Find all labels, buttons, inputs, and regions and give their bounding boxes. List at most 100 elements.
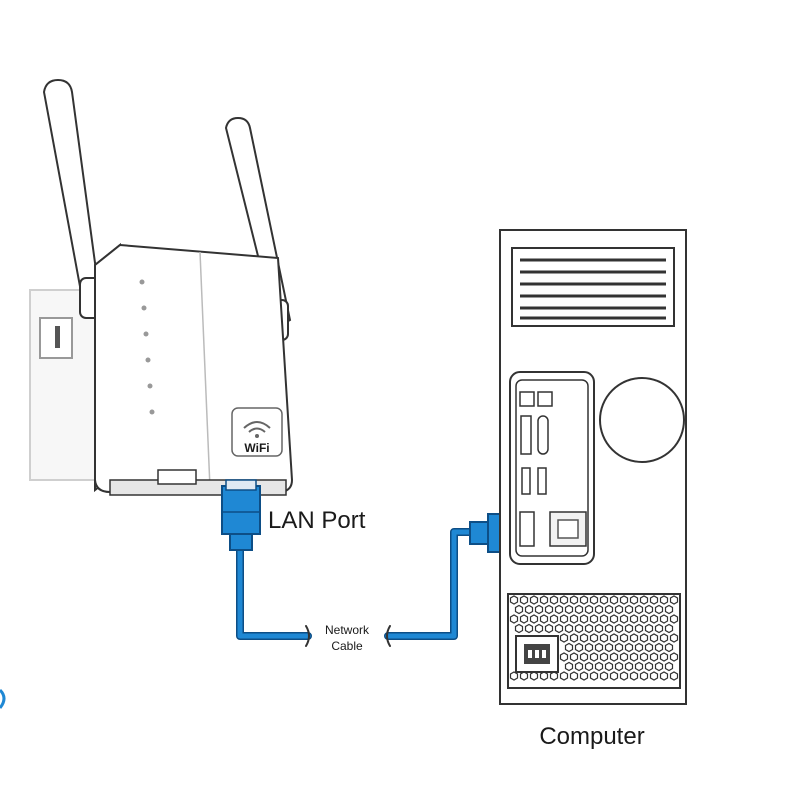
psu-vent-hole [649,614,659,624]
psu-vent-hole [554,623,564,634]
psu-vent-hole [594,604,604,615]
psu-vent-hole [569,633,579,643]
network-cable-label-line2: Cable [331,639,363,653]
psu-vent-hole [614,661,624,672]
psu-vent-hole [559,652,569,662]
psu-vent-hole [664,604,674,615]
psu-vent-hole [599,671,609,681]
psu-vent-hole [579,633,589,643]
psu-vent-hole [629,671,639,681]
blue-edge-mark [0,688,6,709]
psu-vent-hole [594,661,604,672]
psu-vent-hole [569,614,579,624]
psu-vent-hole [579,671,589,681]
psu-vent-hole [579,595,589,605]
psu-vent-hole [574,604,584,615]
psu-vent-hole [509,614,519,624]
psu-vent-hole [639,633,649,643]
psu-vent-hole [669,633,679,643]
psu-vent-hole [524,623,534,634]
psu-vent-hole [634,623,644,634]
psu-vent-hole [609,614,619,624]
psu-vent-hole [599,652,609,662]
psu-vent-hole [634,642,644,653]
psu-vent-hole [634,604,644,615]
psu-vent-hole [539,671,549,681]
psu-vent-hole [529,614,539,624]
top-vent-grille [511,247,675,327]
psu-vent-hole [589,614,599,624]
io-panel [509,371,595,565]
psu-vent-hole [584,661,594,672]
psu-vent-hole [639,614,649,624]
psu-vent-hole [579,614,589,624]
psu-vent-hole [609,652,619,662]
psu-vent-hole [649,652,659,662]
psu-vent-hole [624,642,634,653]
computer-label: Computer [539,723,644,750]
psu-vent-hole [594,642,604,653]
repeater-lan-socket [157,469,197,485]
psu-vent-hole [519,595,529,605]
psu-vent-hole [609,671,619,681]
psu-vent-hole [534,604,544,615]
psu-vent-hole [664,623,674,634]
psu-vent-hole [509,671,519,681]
psu-vent-hole [569,595,579,605]
psu-vent-hole [549,614,559,624]
psu-vent-hole [669,595,679,605]
psu-vent-hole [669,614,679,624]
psu-vent-hole [589,652,599,662]
rj45-plug-repeater [221,479,261,551]
psu-vent-hole [599,595,609,605]
psu-vent-hole [604,623,614,634]
psu-vent-hole [529,671,539,681]
psu-vent-hole [639,595,649,605]
psu-vent-hole [574,623,584,634]
psu-vent-hole [569,671,579,681]
psu-vent-hole [584,604,594,615]
psu-vent-hole [654,642,664,653]
computer-tower [499,229,687,705]
psu-vent-hole [664,661,674,672]
psu-vent-hole [614,604,624,615]
psu-vent-hole [604,604,614,615]
psu-vent-hole [609,633,619,643]
wall-outlet [29,289,101,481]
psu-vent-hole [559,614,569,624]
psu-vent-hole [514,623,524,634]
repeater-status-leds [139,279,155,415]
psu-vent-hole [559,671,569,681]
psu-vent-hole [534,623,544,634]
psu-vent-hole [564,661,574,672]
psu-vent-hole [644,604,654,615]
psu-vent-hole [644,642,654,653]
psu-vent-hole [604,642,614,653]
psu-vent-hole [509,595,519,605]
psu-vent-hole [659,614,669,624]
psu-vent-hole [624,661,634,672]
psu-vent-hole [584,642,594,653]
psu-vent-hole [629,595,639,605]
psu-vent-hole [599,614,609,624]
psu-vent-hole [559,595,569,605]
psu-vent-hole [654,661,664,672]
psu-vent-hole [539,614,549,624]
psu-vent-hole [574,642,584,653]
psu-vent-hole [589,633,599,643]
psu-vent-hole [624,604,634,615]
psu-vent-hole [609,595,619,605]
psu-vent-hole [564,604,574,615]
network-cable-label-line1: Network [325,623,370,637]
psu-vent-hole [629,652,639,662]
psu-vent-hole [529,595,539,605]
psu-vent-hole [649,671,659,681]
psu-vent-hole [564,642,574,653]
psu-vent-hole [659,671,669,681]
psu-vent-hole [634,661,644,672]
psu-vent-hole [544,604,554,615]
psu-vent-hole [599,633,609,643]
psu-vent-hole [654,623,664,634]
psu-vent-hole [524,604,534,615]
